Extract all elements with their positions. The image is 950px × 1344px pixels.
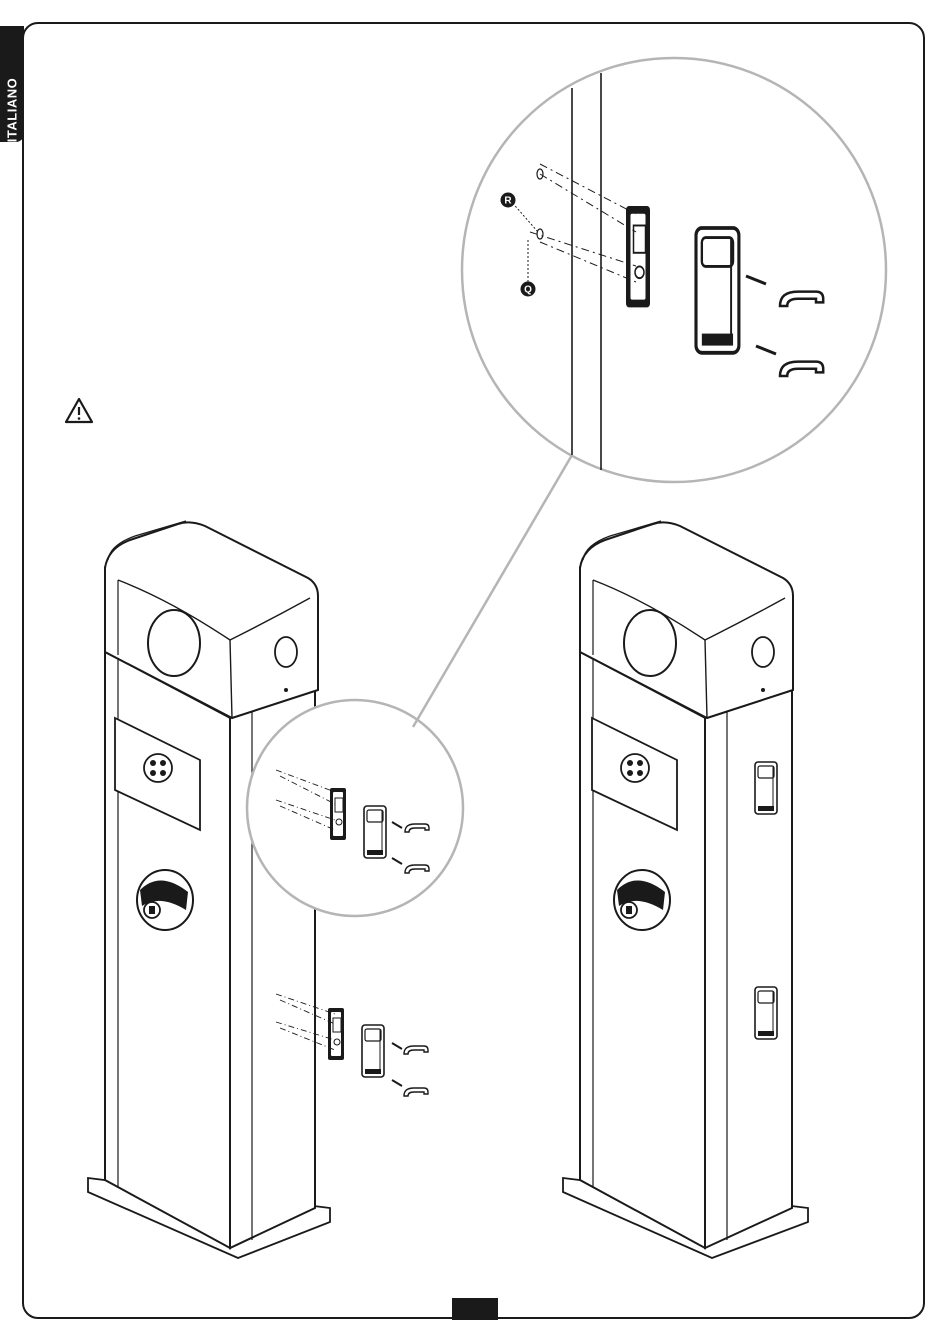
warning-triangle-icon [66,399,92,422]
callout-r-label: R [504,196,512,207]
zoom-connector [413,455,572,727]
column-right [563,521,808,1258]
zoom-circle-large: R Q [462,58,886,482]
zoom-circle-small [247,700,463,916]
callout-q-label: Q [524,285,532,296]
